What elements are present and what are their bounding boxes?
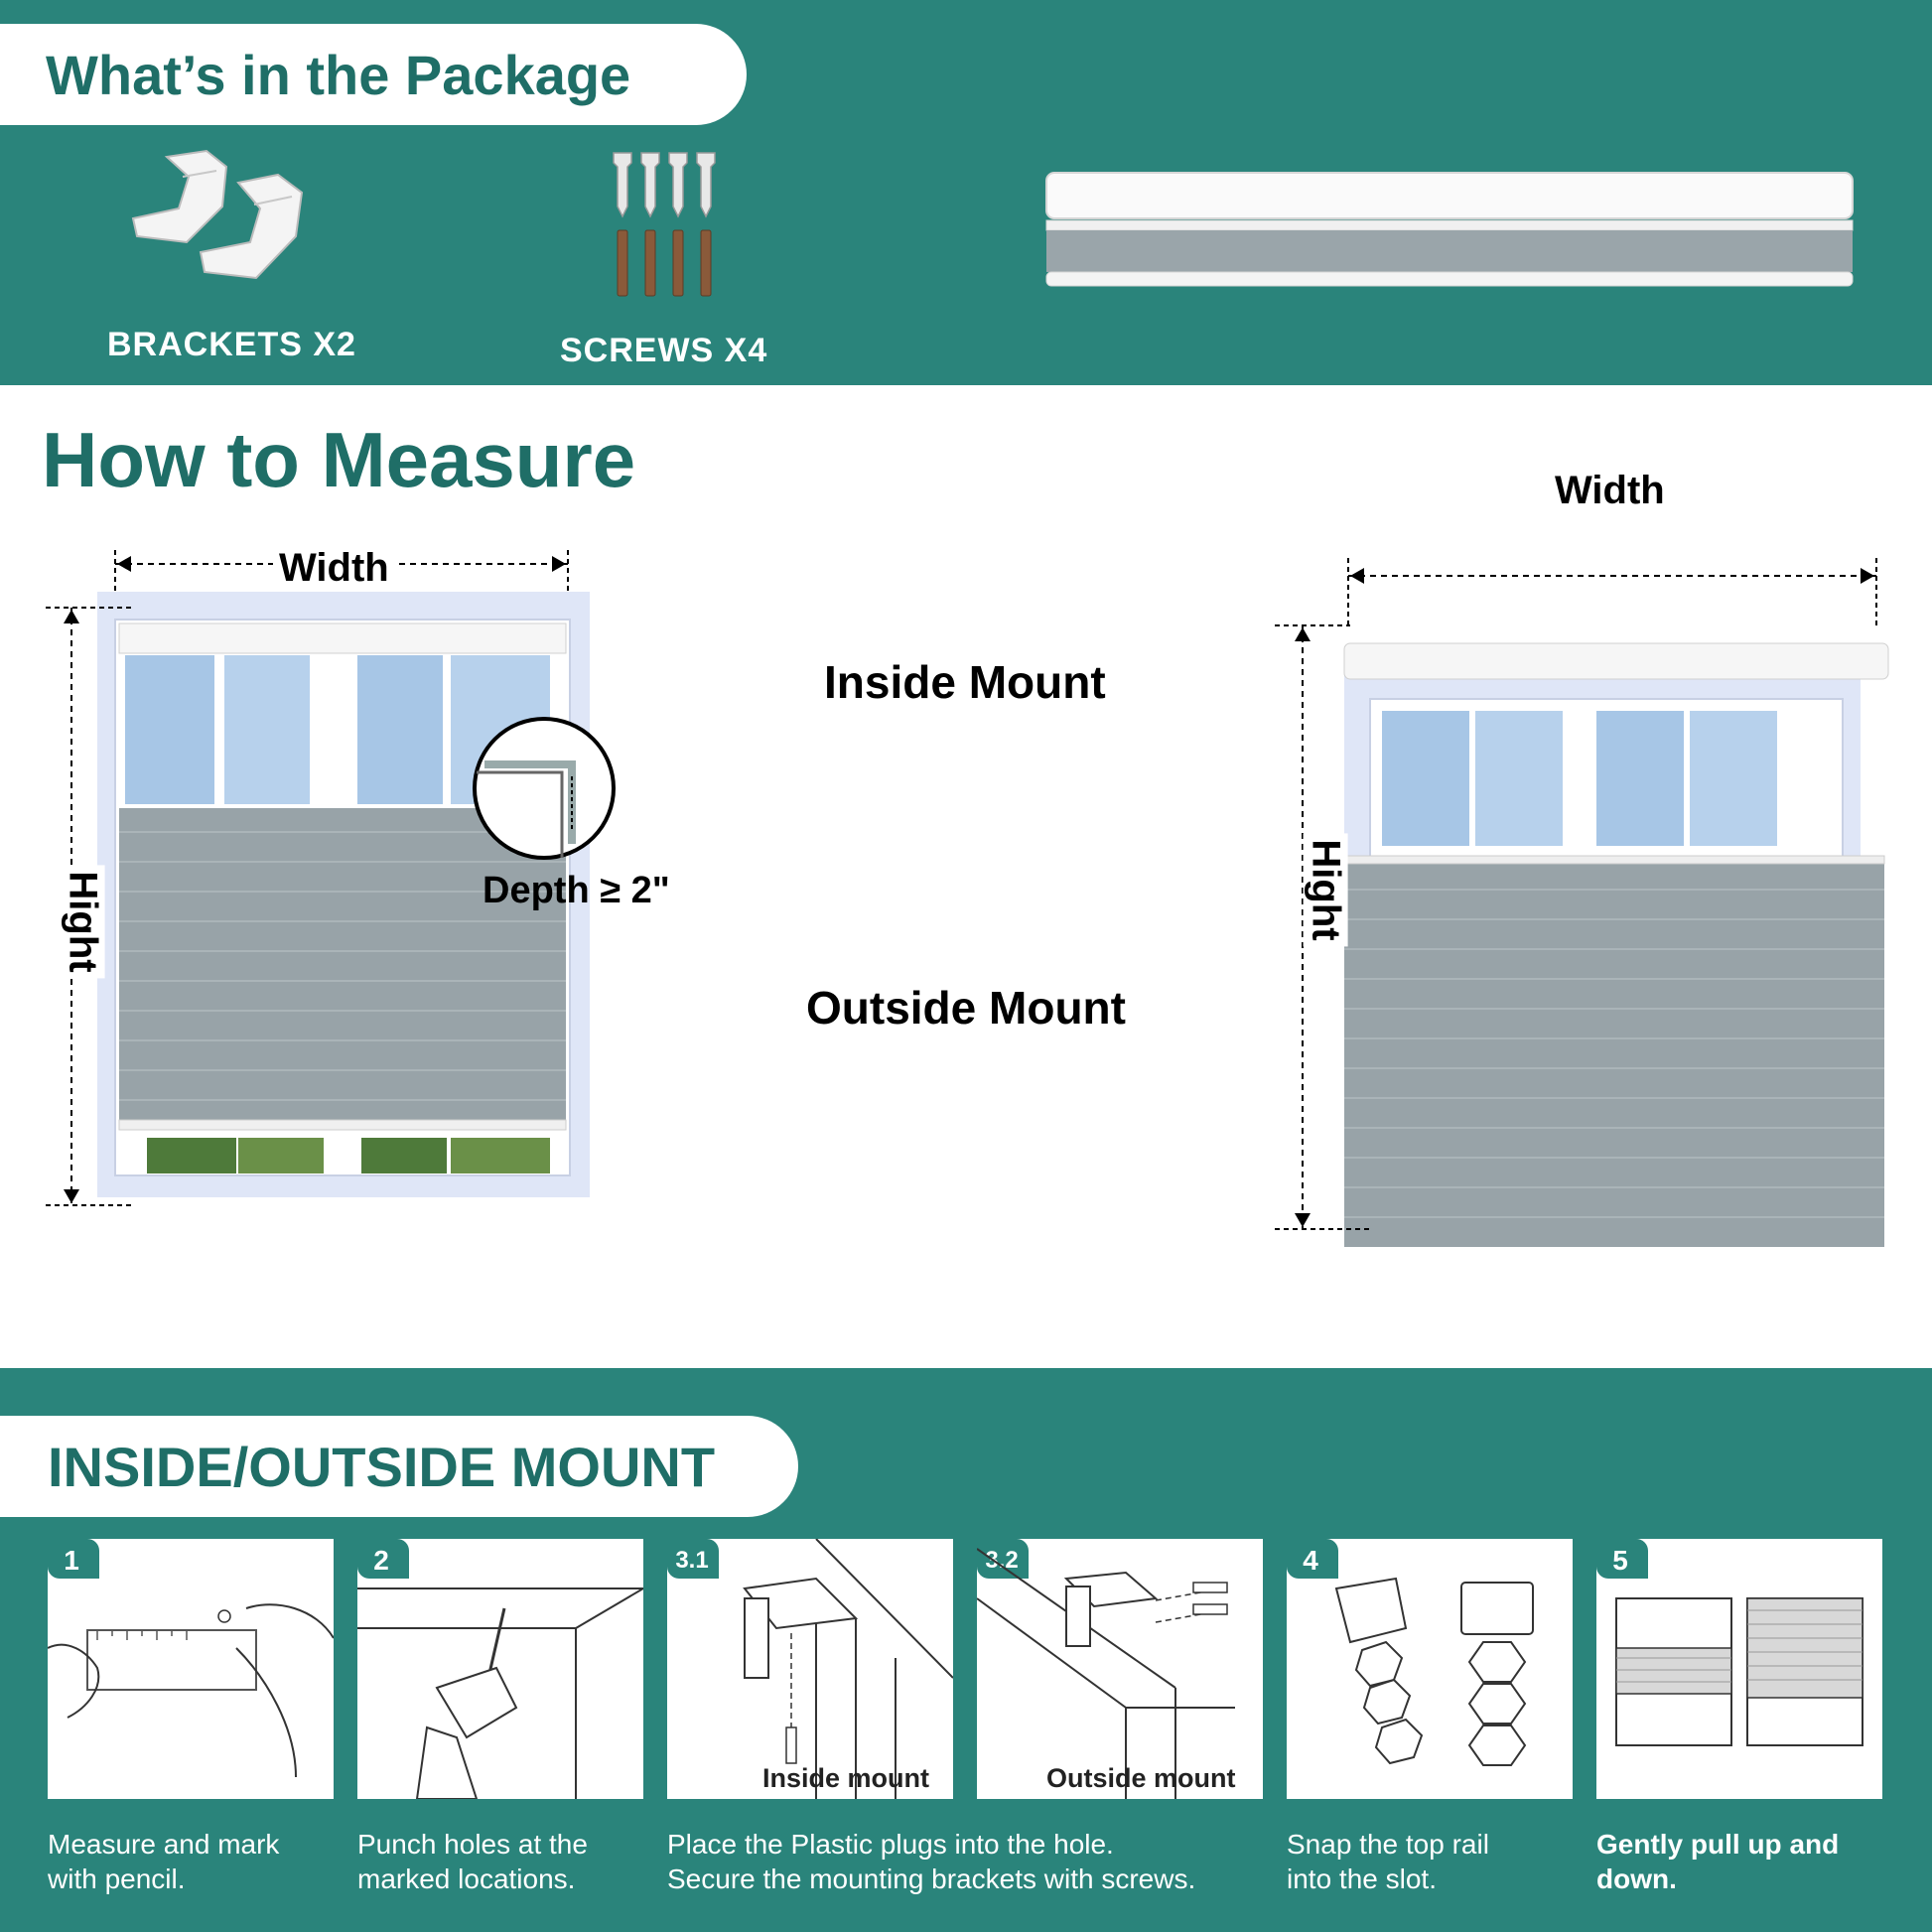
measure-section: How to Measure <box>0 385 1932 1368</box>
step-1-panel: 1 <box>48 1539 334 1799</box>
step-1-badge: 1 <box>48 1539 99 1579</box>
step-3-text: Place the Plastic plugs into the hole. S… <box>667 1827 1195 1896</box>
drill-illustration <box>357 1587 643 1799</box>
outside-mount-caption: Outside mount <box>1046 1763 1236 1793</box>
install-section: INSIDE/OUTSIDE MOUNT 1 Measure and mark … <box>0 1368 1932 1932</box>
brackets-label: BRACKETS X2 <box>107 326 356 363</box>
step-1-text: Measure and mark with pencil. <box>48 1827 279 1896</box>
inside-mount-caption: Inside mount <box>762 1763 929 1793</box>
measure-title: How to Measure <box>42 416 636 503</box>
inside-mount-illustration <box>46 550 616 1206</box>
step-2-line1: Punch holes at the <box>357 1829 588 1860</box>
step-4-text: Snap the top rail into the slot. <box>1287 1827 1489 1896</box>
install-title: INSIDE/OUTSIDE MOUNT <box>0 1416 798 1517</box>
step-1-line1: Measure and mark <box>48 1829 280 1860</box>
step-5-line2: down. <box>1596 1863 1677 1894</box>
step-5-panel: 5 <box>1596 1539 1882 1799</box>
step-3-line1: Place the Plastic plugs into the hole. <box>667 1829 1114 1860</box>
depth-label: Depth ≥ 2" <box>483 870 670 911</box>
brackets-image <box>131 149 304 280</box>
outside-bracket-illustration <box>977 1548 1235 1799</box>
outside-mount-label: Outside Mount <box>806 982 1126 1034</box>
svg-text:4: 4 <box>1303 1545 1318 1576</box>
step-3-2-panel: 3.2 Outside mount <box>977 1539 1263 1799</box>
package-title: What’s in the Package <box>0 24 747 125</box>
package-section: What’s in the Package BRACKETS X2 SCREWS… <box>0 0 1932 385</box>
step-2-badge: 2 <box>357 1539 409 1579</box>
step-4-line2: into the slot. <box>1287 1863 1437 1894</box>
measure-mark-illustration <box>48 1603 334 1778</box>
svg-text:1: 1 <box>64 1545 79 1576</box>
step-4-line1: Snap the top rail <box>1287 1829 1489 1860</box>
step-5-text: Gently pull up and down. <box>1596 1827 1839 1896</box>
step-3-1-badge: 3.1 <box>667 1539 719 1579</box>
step-4-panel: 4 <box>1287 1539 1573 1799</box>
outside-mount-illustration <box>1275 558 1889 1247</box>
step-2-panel: 2 <box>357 1539 643 1799</box>
svg-text:3.1: 3.1 <box>675 1547 708 1574</box>
step-2-line2: marked locations. <box>357 1863 576 1894</box>
snap-rail-illustration <box>1334 1577 1534 1766</box>
svg-text:3.2: 3.2 <box>985 1547 1018 1574</box>
step-4-badge: 4 <box>1287 1539 1338 1579</box>
svg-text:5: 5 <box>1612 1545 1628 1576</box>
step-5-badge: 5 <box>1596 1539 1648 1579</box>
step-2-text: Punch holes at the marked locations. <box>357 1827 588 1896</box>
step-3-1-panel: 3.1 Inside mount <box>667 1539 953 1799</box>
step-5-line1: Gently pull up and <box>1596 1829 1840 1860</box>
step-1-line2: with pencil. <box>48 1863 186 1894</box>
step-3-2-badge: 3.2 <box>977 1539 1029 1579</box>
svg-text:2: 2 <box>373 1545 389 1576</box>
pull-shade-illustration <box>1615 1597 1863 1746</box>
outside-height-label: Hight <box>1303 833 1348 947</box>
shade-rail-image <box>1045 172 1854 287</box>
outside-width-label: Width <box>1549 469 1671 513</box>
inside-bracket-illustration <box>743 1539 953 1799</box>
inside-width-label: Width <box>273 546 395 591</box>
step-3-line2: Secure the mounting brackets with screws… <box>667 1863 1196 1894</box>
inside-height-label: Hight <box>60 865 105 979</box>
inside-mount-label: Inside Mount <box>824 656 1106 708</box>
screws-image <box>613 152 716 297</box>
screws-label: SCREWS X4 <box>560 332 768 369</box>
